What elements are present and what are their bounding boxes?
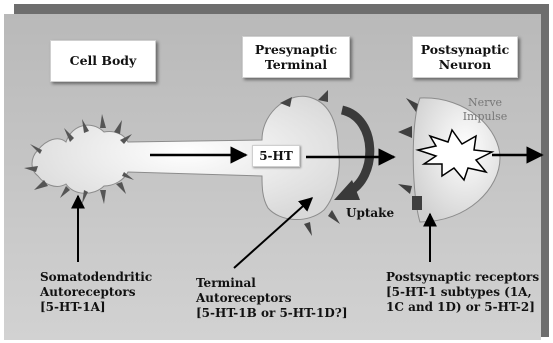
somatodendritic-caption: Somatodendritic Autoreceptors [5-HT-1A]	[40, 270, 152, 315]
postsynaptic-caption-line-2: [5-HT-1 subtypes (1A,	[386, 285, 539, 300]
terminal-line-1: Terminal	[196, 276, 348, 291]
nerve-impulse-label: Nerve Impulse	[456, 96, 514, 124]
somatodendritic-line-1: Somatodendritic	[40, 270, 152, 285]
terminal-line-3: [5-HT-1B or 5-HT-1D?]	[196, 306, 348, 321]
postsynaptic-line-2: Neuron	[413, 57, 517, 72]
somatodendritic-line-3: [5-HT-1A]	[40, 300, 152, 315]
nerve-impulse-line-2: Impulse	[456, 110, 514, 124]
somatodendritic-line-2: Autoreceptors	[40, 285, 152, 300]
transmitter-text: 5-HT	[259, 149, 293, 163]
postsynaptic-label: Postsynaptic Neuron	[412, 36, 518, 78]
presynaptic-label: Presynaptic Terminal	[242, 36, 350, 78]
presynaptic-line-1: Presynaptic	[243, 42, 349, 57]
nerve-impulse-line-1: Nerve	[456, 96, 514, 110]
postsynaptic-line-1: Postsynaptic	[413, 42, 517, 57]
uptake-text: Uptake	[346, 206, 394, 220]
postsynaptic-caption-line-1: Postsynaptic receptors	[386, 270, 539, 285]
terminal-caption: Terminal Autoreceptors [5-HT-1B or 5-HT-…	[196, 276, 348, 321]
cell-body-label: Cell Body	[50, 40, 156, 82]
cell-body-text: Cell Body	[70, 53, 137, 68]
terminal-line-2: Autoreceptors	[196, 291, 348, 306]
postsynaptic-caption-line-3: 1C and 1D) or 5-HT-2]	[386, 300, 539, 315]
uptake-label: Uptake	[346, 206, 394, 220]
presynaptic-line-2: Terminal	[243, 57, 349, 72]
right-shadow	[541, 4, 549, 337]
postsynaptic-caption: Postsynaptic receptors [5-HT-1 subtypes …	[386, 270, 539, 315]
transmitter-label: 5-HT	[252, 145, 300, 167]
